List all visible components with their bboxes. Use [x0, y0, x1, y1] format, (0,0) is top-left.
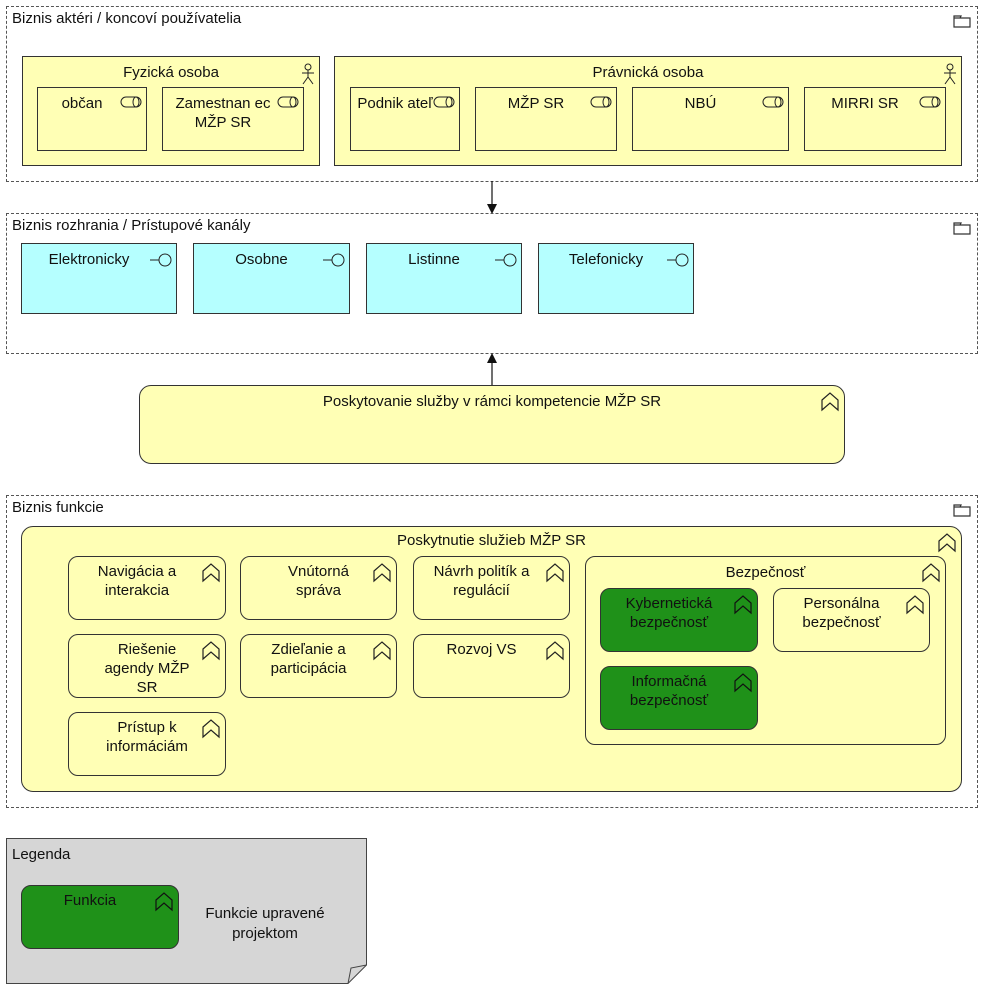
function-icon	[202, 563, 220, 583]
function-personnel-security[interactable]: Personálna bezpečnosť	[773, 588, 930, 652]
interface-icon	[150, 253, 172, 267]
interface-icon	[495, 253, 517, 267]
function-label: Návrh politík a regulácií	[433, 563, 530, 599]
group-label: Biznis rozhrania / Prístupové kanály	[12, 217, 251, 234]
function-public-admin-dev[interactable]: Rozvoj VS	[413, 634, 570, 698]
function-main-label: Poskytnutie služieb MŽP SR	[397, 532, 586, 549]
interface-icon	[667, 253, 689, 267]
function-icon	[546, 563, 564, 583]
role-ministry-employee[interactable]: Zamestnan ec MŽP SR	[162, 87, 304, 151]
function-label: Personálna bezpečnosť	[802, 595, 881, 631]
function-label: Rozvoj VS	[446, 641, 517, 658]
role-icon	[120, 96, 142, 108]
role-citizen[interactable]: občan	[37, 87, 147, 151]
function-icon	[906, 595, 924, 615]
arrow-service-to-interfaces	[487, 353, 497, 386]
group-business-functions: Biznis funkcie	[6, 495, 978, 808]
function-icon	[821, 392, 839, 412]
function-internal-admin[interactable]: Vnútorná správa	[240, 556, 397, 620]
folder-icon	[953, 222, 971, 235]
actor-title: Právnická osoba	[592, 64, 704, 81]
actor-icon	[944, 63, 956, 85]
interface-personal[interactable]: Osobne	[193, 243, 350, 314]
function-agenda[interactable]: Riešenie agendy MŽP SR	[68, 634, 226, 698]
legend-description: Funkcie upravené projektom	[205, 905, 325, 942]
interface-label: Elektronicky	[48, 251, 130, 268]
function-sharing[interactable]: Zdieľanie a participácia	[240, 634, 397, 698]
role-entrepreneur[interactable]: Podnik ateľ	[350, 87, 460, 151]
folder-icon	[953, 504, 971, 517]
function-info-access[interactable]: Prístup k informáciám	[68, 712, 226, 776]
function-label: Riešenie agendy MŽP SR	[104, 641, 190, 696]
function-icon	[734, 673, 752, 693]
role-label: občan	[61, 95, 103, 112]
function-policy-design[interactable]: Návrh politík a regulácií	[413, 556, 570, 620]
role-mirri-sr[interactable]: MIRRI SR	[804, 87, 946, 151]
service-label: Poskytovanie služby v rámci kompetencie …	[322, 393, 662, 410]
function-icon	[734, 595, 752, 615]
function-label: Prístup k informáciám	[106, 719, 188, 755]
function-icon	[546, 641, 564, 661]
role-label: NBÚ	[684, 95, 717, 112]
function-icon	[373, 563, 391, 583]
role-label: Zamestnan ec MŽP SR	[175, 95, 271, 131]
security-label: Bezpečnosť	[725, 564, 806, 581]
group-label: Biznis funkcie	[12, 499, 104, 516]
interface-phone[interactable]: Telefonicky	[538, 243, 694, 314]
interface-label: Listinne	[408, 251, 460, 268]
function-label: Informačná bezpečnosť	[629, 673, 709, 709]
role-label: MŽP SR	[507, 95, 565, 112]
role-icon	[277, 96, 299, 108]
role-label: Podnik ateľ	[357, 95, 433, 112]
actor-title: Fyzická osoba	[123, 64, 219, 81]
group-label: Biznis aktéri / koncoví používatelia	[12, 10, 242, 27]
legend-function-label: Funkcia	[63, 892, 117, 909]
legend-function-sample: Funkcia	[21, 885, 179, 949]
function-icon	[202, 641, 220, 661]
function-information-security[interactable]: Informačná bezpečnosť	[600, 666, 758, 730]
arrow-actors-to-interfaces	[487, 181, 497, 214]
role-nbu[interactable]: NBÚ	[632, 87, 789, 151]
role-mzp-sr[interactable]: MŽP SR	[475, 87, 617, 151]
business-service[interactable]: Poskytovanie služby v rámci kompetencie …	[139, 385, 845, 464]
role-label: MIRRI SR	[831, 95, 899, 112]
interface-label: Telefonicky	[568, 251, 644, 268]
actor-icon	[302, 63, 314, 85]
function-navigation[interactable]: Navigácia a interakcia	[68, 556, 226, 620]
function-icon	[922, 563, 940, 583]
function-icon	[373, 641, 391, 661]
legend-title: Legenda	[12, 846, 71, 863]
function-icon	[938, 533, 956, 553]
function-label: Navigácia a interakcia	[97, 563, 177, 599]
interface-electronic[interactable]: Elektronicky	[21, 243, 177, 314]
function-cyber-security[interactable]: Kybernetická bezpečnosť	[600, 588, 758, 652]
role-icon	[433, 96, 455, 108]
role-icon	[919, 96, 941, 108]
role-icon	[762, 96, 784, 108]
function-icon	[202, 719, 220, 739]
role-icon	[590, 96, 612, 108]
function-label: Vnútorná správa	[288, 563, 349, 599]
folder-icon	[953, 15, 971, 28]
function-label: Zdieľanie a participácia	[270, 641, 347, 677]
interface-icon	[323, 253, 345, 267]
interface-paper[interactable]: Listinne	[366, 243, 522, 314]
function-icon	[155, 892, 173, 912]
function-label: Kybernetická bezpečnosť	[625, 595, 713, 631]
interface-label: Osobne	[235, 251, 288, 268]
